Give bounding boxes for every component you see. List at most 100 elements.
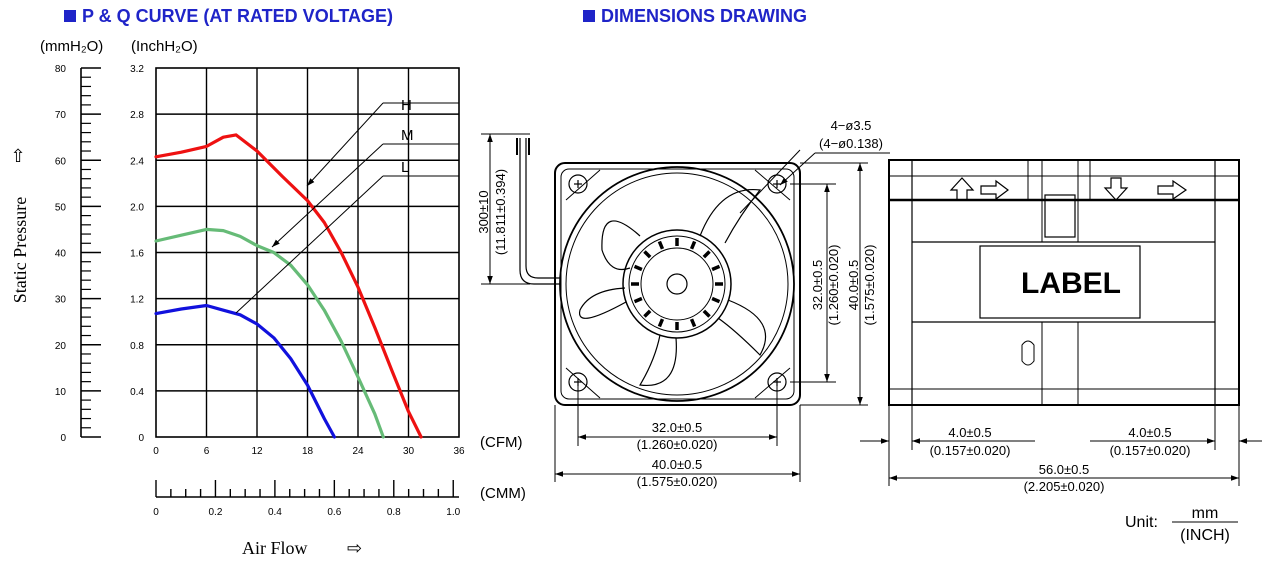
hub-slot — [702, 309, 711, 318]
airflow-up-arrow-icon — [949, 177, 975, 201]
x-tick-label-cmm: 0.4 — [268, 507, 282, 518]
hub-slot — [643, 309, 652, 318]
flange-left-label: 4.0±0.5 — [948, 425, 991, 440]
frame-size-h-label: 40.0±0.5 — [652, 457, 703, 472]
x-tick-label-cfm: 12 — [251, 446, 263, 457]
y-tick-label-mmh2o: 50 — [55, 202, 67, 213]
x-tick-label-cfm: 0 — [153, 446, 159, 457]
x-tick-label-cmm: 0.8 — [387, 507, 401, 518]
pq-curve-header: P & Q CURVE (AT RATED VOLTAGE) — [64, 6, 393, 27]
hub-slot — [689, 318, 697, 328]
dimensions-title: DIMENSIONS DRAWING — [601, 6, 808, 26]
y-tick-label-mmh2o: 10 — [55, 387, 67, 398]
side-dimensions — [860, 405, 1262, 486]
hole-dia-label: 4−ø3.5 — [831, 118, 872, 133]
square-bullet-icon — [64, 10, 76, 22]
side-dimension-labels: 4.0±0.5 (0.157±0.020) 4.0±0.5 (0.157±0.0… — [930, 425, 1191, 494]
front-dimensions — [481, 133, 890, 482]
frame-size-v-inch-label: (1.575±0.020) — [862, 245, 877, 326]
frame-size-v-label: 40.0±0.5 — [846, 260, 861, 311]
hub-slot — [643, 250, 652, 259]
x-axis-title: Air Flow — [242, 538, 308, 558]
series-line-m — [154, 227, 385, 439]
series-label-m: M — [401, 127, 414, 144]
x-ticks-cmm: 0 0.2 0.4 0.6 0.8 1.0 — [153, 480, 461, 518]
right-arrow-icon: ⇨ — [347, 538, 362, 558]
y-tick-label-mmh2o: 0 — [60, 433, 66, 444]
y-tick-label-inch: 2.4 — [130, 156, 144, 167]
airflow-right-arrow-icon — [980, 179, 1009, 201]
rotation-down-arrow-icon — [1103, 177, 1129, 201]
hole-pitch-h-inch-label: (1.260±0.020) — [637, 437, 718, 452]
y-axis-title: Static Pressure — [10, 197, 30, 303]
x-tick-label-cfm: 6 — [204, 446, 210, 457]
y-tick-label-mmh2o: 60 — [55, 156, 67, 167]
front-dimension-labels: 300±10 (11.811±0.394) 4−ø3.5 (4−ø0.138) … — [476, 118, 883, 489]
unit-legend: Unit: mm (INCH) — [1125, 505, 1238, 544]
y-unit-inchh2o: (InchH₂O) — [131, 38, 198, 55]
hole-dia-inch-label: (4−ø0.138) — [819, 136, 883, 151]
y-ticks-inch: 0 0.4 0.8 1.2 1.6 2.0 2.4 2.8 3.2 — [130, 64, 144, 444]
mounting-hole — [568, 174, 588, 194]
hub-slot — [633, 296, 643, 304]
series-label-l: L — [401, 159, 409, 176]
y-tick-label-inch: 2.0 — [130, 202, 144, 213]
frame-size-h-inch-label: (1.575±0.020) — [637, 474, 718, 489]
x-tick-label-cmm: 1.0 — [446, 507, 460, 518]
unit-mm: mm — [1192, 505, 1219, 522]
flange-left-inch-label: (0.157±0.020) — [930, 443, 1011, 458]
hole-pitch-v-inch-label: (1.260±0.020) — [826, 245, 841, 326]
x-tick-label-cmm: 0 — [153, 507, 159, 518]
x-unit-cmm: (CMM) — [480, 485, 526, 502]
rotation-right-arrow-icon — [1157, 179, 1188, 201]
hole-pitch-v-label: 32.0±0.5 — [810, 260, 825, 311]
x-tick-label-cfm: 18 — [302, 446, 314, 457]
hub-slot — [633, 264, 643, 272]
label-text: LABEL — [1021, 267, 1121, 300]
flange-right-inch-label: (0.157±0.020) — [1110, 443, 1191, 458]
flange-right-label: 4.0±0.5 — [1128, 425, 1171, 440]
square-bullet-icon — [583, 10, 595, 22]
y-tick-label-inch: 2.8 — [130, 110, 144, 121]
lead-length-label: 300±10 — [476, 190, 491, 233]
y-tick-label-mmh2o: 20 — [55, 341, 67, 352]
hub-slot — [689, 240, 697, 250]
hub-slot — [657, 240, 665, 250]
y-tick-label-inch: 0.4 — [130, 387, 144, 398]
fan-front-view — [554, 162, 801, 406]
y-tick-label-inch: 1.6 — [130, 249, 144, 260]
y-tick-label-inch: 0 — [138, 433, 144, 444]
hub-slot — [702, 250, 711, 259]
pq-curve-title: P & Q CURVE (AT RATED VOLTAGE) — [82, 6, 394, 26]
fan-side-view — [888, 159, 1240, 406]
y-tick-label-inch: 0.8 — [130, 341, 144, 352]
hole-pitch-h-label: 32.0±0.5 — [652, 420, 703, 435]
x-tick-label-cfm: 24 — [352, 446, 364, 457]
depth-inch-label: (2.205±0.020) — [1024, 479, 1105, 494]
hub-slot — [711, 296, 721, 304]
label-box — [979, 245, 1141, 319]
y-tick-label-mmh2o: 70 — [55, 110, 67, 121]
curves — [154, 133, 423, 439]
hub-slot — [711, 264, 721, 272]
x-tick-label-cfm: 30 — [403, 446, 415, 457]
x-tick-label-cmm: 0.6 — [327, 507, 341, 518]
x-tick-label-cmm: 0.2 — [208, 507, 222, 518]
plot-frame — [155, 67, 460, 438]
chart-grid — [156, 68, 459, 437]
up-arrow-icon: ⇧ — [10, 146, 25, 166]
y-tick-label-mmh2o: 40 — [55, 249, 67, 260]
lead-wire — [516, 138, 560, 285]
series-label-h: H — [401, 97, 412, 114]
series-line-l — [154, 303, 336, 439]
y-tick-label-inch: 1.2 — [130, 295, 144, 306]
x-unit-cfm: (CFM) — [480, 434, 522, 451]
x-tick-label-cfm: 36 — [453, 446, 465, 457]
hub-slot — [657, 318, 665, 328]
y-tick-label-mmh2o: 30 — [55, 295, 67, 306]
depth-label: 56.0±0.5 — [1039, 462, 1090, 477]
y-tick-label-inch: 3.2 — [130, 64, 144, 75]
